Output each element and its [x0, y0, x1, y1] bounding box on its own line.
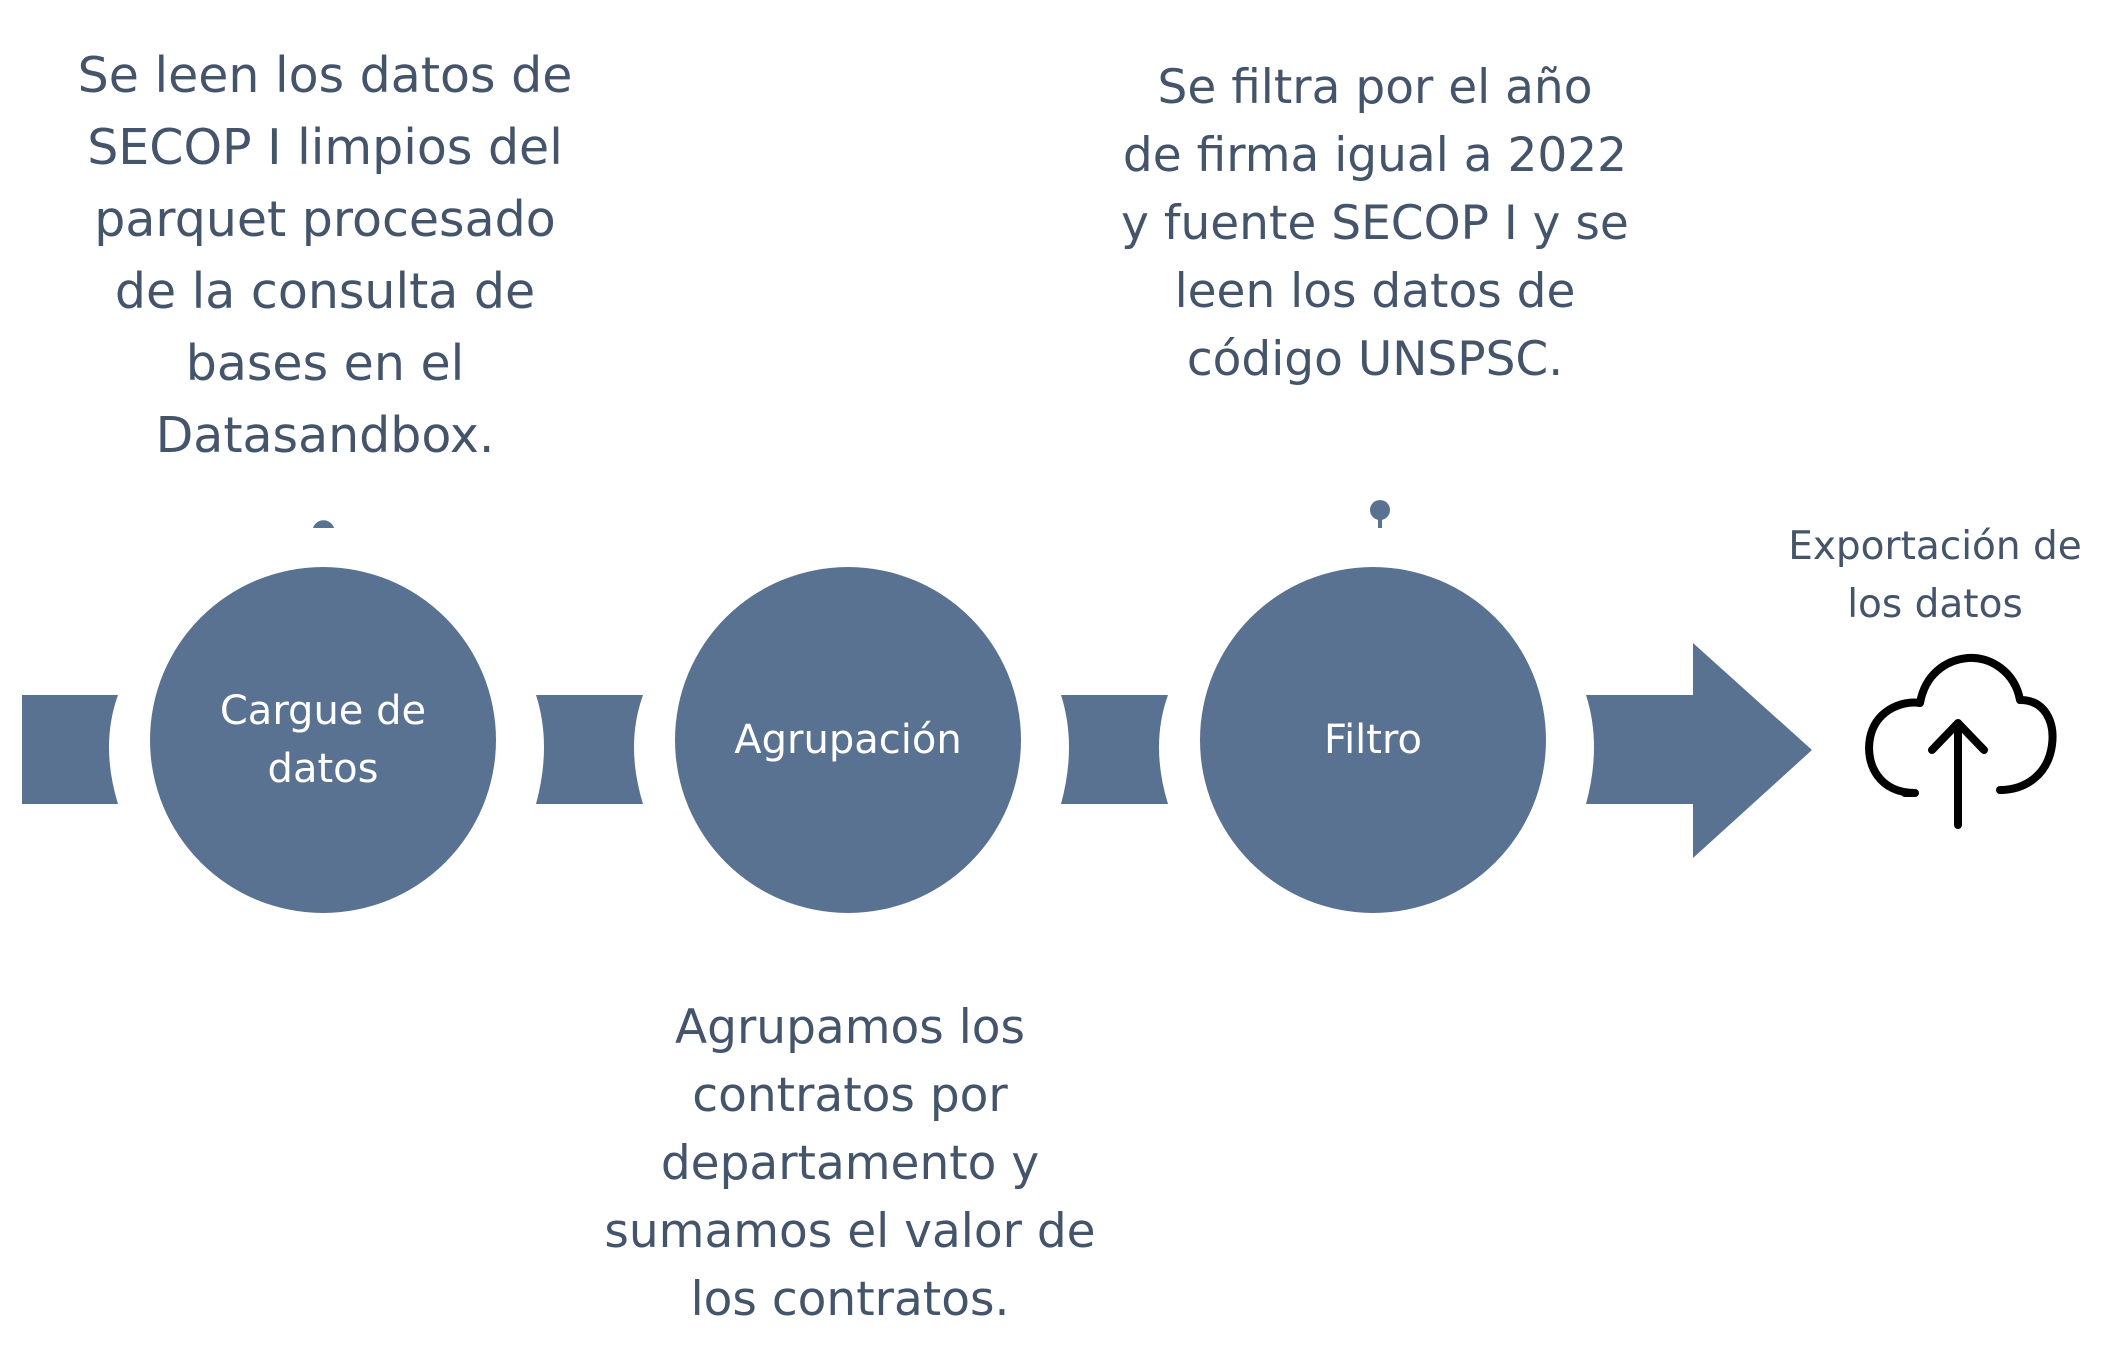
step-description-carga: Se leen los datos de SECOP I limpios del…: [40, 40, 610, 472]
step-label-agrupacion: Agrupación: [678, 570, 1018, 910]
description-line: Se filtra por el año: [1157, 60, 1593, 115]
step-circle-filtro: [1200, 567, 1546, 913]
step-description-agrupacion: Agrupamos los contratos por departamento…: [560, 994, 1140, 1334]
description-line: los contratos.: [690, 1272, 1010, 1327]
step-circle-agrupacion: [675, 567, 1021, 913]
description-line: de firma igual a 2022: [1122, 128, 1628, 183]
description-line: parquet procesado: [94, 191, 556, 248]
pin-marker-1: [313, 520, 334, 528]
description-line: bases en el: [185, 335, 465, 392]
step-label-line: Cargue de: [219, 688, 427, 734]
export-label-line: Exportación de: [1788, 524, 2082, 569]
cloud-upload-icon: [1865, 653, 2057, 829]
step-label-carga: Cargue de datos: [153, 570, 493, 910]
connector-segment-3: [1061, 695, 1168, 804]
connector-segment-1: [22, 695, 118, 804]
step-label-line: Agrupación: [734, 717, 962, 763]
export-label-line: los datos: [1847, 582, 2023, 627]
description-line: departamento y: [660, 1136, 1040, 1191]
description-line: código UNSPSC.: [1186, 332, 1564, 387]
step-circle-carga: [150, 567, 496, 913]
description-line: leen los datos de: [1174, 264, 1576, 319]
pin-marker-3: [1370, 500, 1390, 528]
description-line: sumamos el valor de: [604, 1204, 1096, 1259]
description-line: de la consulta de: [114, 263, 536, 320]
step-label-exportacion: Exportación de los datos: [1760, 518, 2110, 634]
description-line: contratos por: [692, 1068, 1008, 1123]
description-line: Se leen los datos de: [77, 47, 573, 104]
description-line: Agrupamos los: [675, 1000, 1025, 1055]
description-line: Datasandbox.: [155, 407, 495, 464]
flow-arrow: [1586, 643, 1812, 858]
step-label-line: datos: [267, 746, 379, 792]
description-line: y fuente SECOP I y se: [1121, 196, 1629, 251]
step-label-line: Filtro: [1323, 717, 1423, 763]
step-label-filtro: Filtro: [1203, 570, 1543, 910]
description-line: SECOP I limpios del: [87, 119, 563, 176]
step-description-filtro: Se filtra por el año de firma igual a 20…: [1090, 54, 1660, 394]
connector-segment-2: [536, 695, 643, 804]
